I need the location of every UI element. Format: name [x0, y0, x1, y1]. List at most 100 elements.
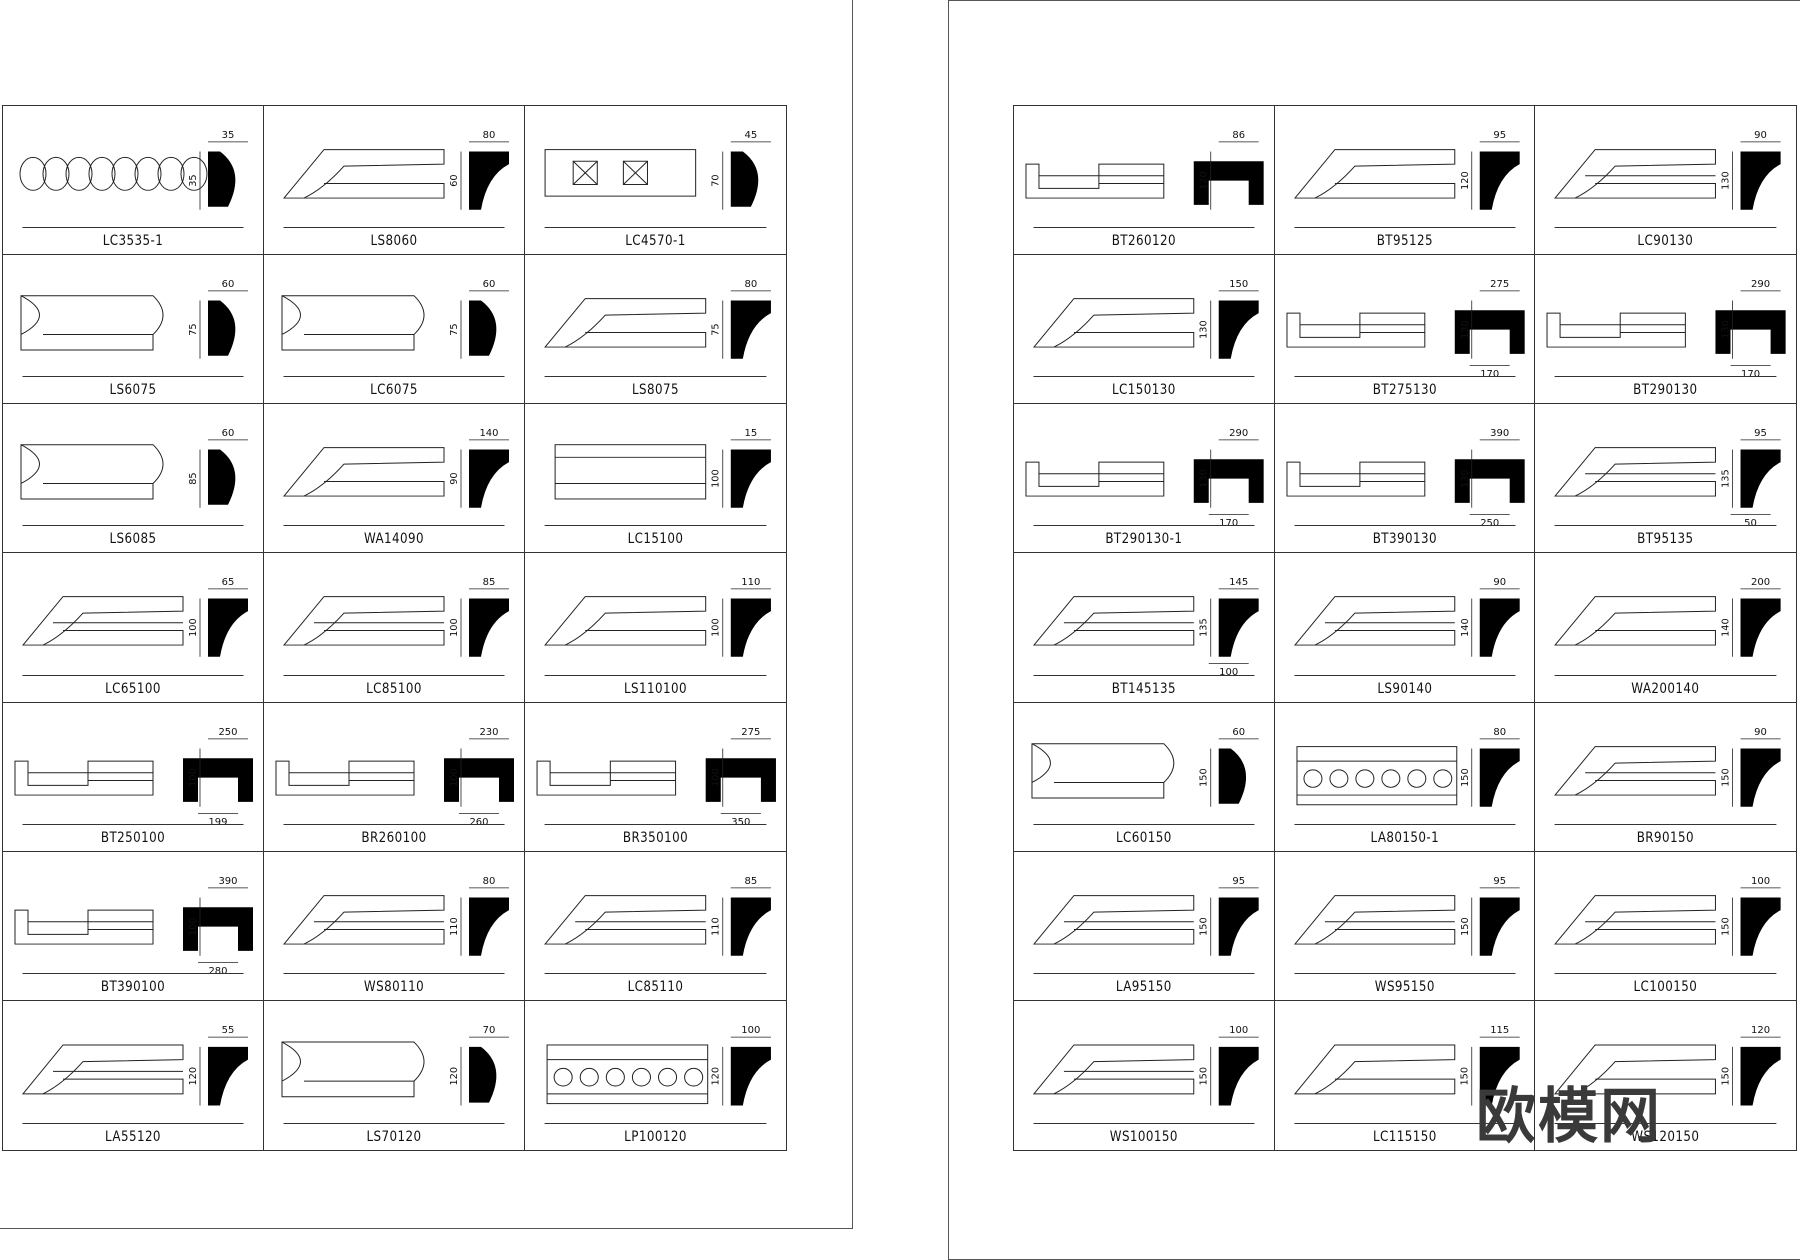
dimension-height: 75: [711, 324, 722, 336]
molding-profile-svg: 90150: [1554, 727, 1781, 807]
dimension-width: 85: [744, 876, 757, 887]
dimension-height: 120: [1459, 171, 1470, 189]
molding-profile-svg: 3535: [19, 130, 248, 210]
product-code: BR350100: [544, 823, 767, 851]
dimension-width: 60: [483, 279, 496, 290]
dimension-height: 120: [449, 1067, 460, 1086]
molding-profile-svg: 15100: [554, 428, 771, 508]
dimension-bottom: 170: [1480, 369, 1499, 376]
product-code: BT95125: [1294, 227, 1515, 254]
dimension-width: 60: [222, 279, 235, 290]
dimension-height: 150: [1459, 1067, 1470, 1086]
dimension-height: 150: [1721, 768, 1732, 787]
watermark: 欧模网: [1476, 1082, 1662, 1152]
dimension-width: 275: [1490, 279, 1509, 290]
product-code: LA80150-1: [1294, 823, 1515, 851]
molding-profile-svg: 80110: [282, 876, 509, 956]
molding-profile-svg: 8075: [544, 279, 771, 359]
dimension-width: 390: [218, 876, 237, 887]
dimension-bottom: 250: [1480, 519, 1499, 526]
dimension-height: 75: [449, 324, 460, 336]
product-code: LC150130: [1033, 376, 1255, 403]
dimension-width: 100: [1229, 1025, 1248, 1036]
dimension-width: 390: [1490, 428, 1509, 439]
dimension-bottom: 260: [469, 817, 488, 824]
product-code: LP100120: [544, 1122, 767, 1150]
product-code: BR90150: [1554, 823, 1777, 851]
molding-profile-svg: 8060: [282, 130, 509, 210]
dimension-bottom: 280: [208, 966, 227, 973]
molding-profile-svg: 100150: [1032, 1025, 1259, 1106]
product-code: LC85100: [283, 674, 505, 702]
molding-drawing: 275 130 170: [1275, 255, 1535, 376]
product-code: LC6075: [283, 376, 505, 403]
left-sheet-border: [0, 0, 853, 1229]
product-code: LC4570-1: [544, 227, 767, 254]
product-code: WS120150: [1554, 1122, 1777, 1150]
dimension-height: 130: [1199, 321, 1210, 339]
product-code: LC85110: [544, 972, 767, 1000]
dimension-width: 35: [222, 130, 235, 141]
dimension-height: 150: [1459, 768, 1470, 786]
dimension-bottom: 170: [1741, 369, 1760, 376]
dimension-height: 85: [188, 473, 199, 485]
product-code: BT290130-1: [1033, 525, 1255, 552]
dimension-height: 130: [1459, 321, 1470, 339]
molding-profile-svg: 100 150: [1554, 876, 1781, 956]
dimension-width: 65: [222, 578, 235, 589]
product-code: BT290130: [1554, 376, 1777, 403]
molding-profile-svg: 4570: [544, 130, 771, 210]
dimension-width: 200: [1751, 578, 1770, 589]
dimension-height: 100: [711, 470, 722, 488]
dimension-height: 150: [1721, 1067, 1732, 1086]
molding-drawing: 100 150: [1535, 852, 1796, 973]
molding-profile-svg: 115150: [1293, 1025, 1520, 1106]
product-code: LC115150: [1294, 1122, 1515, 1150]
dimension-height: 150: [1721, 917, 1732, 936]
dimension-height: 150: [1199, 917, 1210, 935]
product-code: WS95150: [1294, 972, 1515, 1000]
dimension-height: 135: [1199, 619, 1210, 637]
dimension-width: 100: [1751, 876, 1770, 887]
product-code: LA55120: [22, 1122, 244, 1150]
